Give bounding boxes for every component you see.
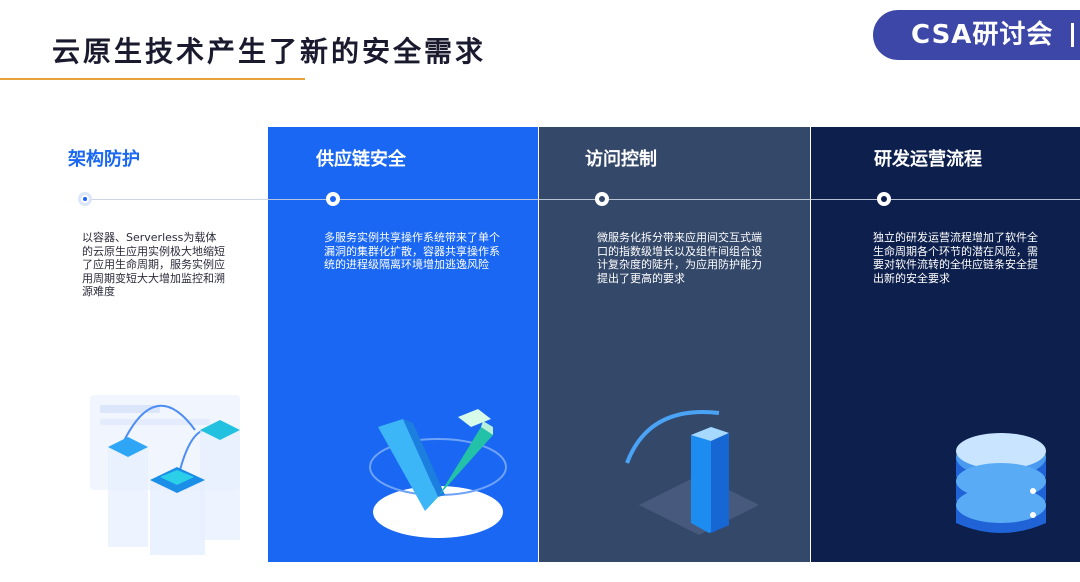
column-description: 微服务化拆分带来应用间交互式端口的指数级增长以及组件间组合设计复杂度的陡升，为应…: [597, 231, 762, 285]
event-badge-label: CSA研讨会: [911, 20, 1054, 50]
column-devops-process: 研发运营流程 独立的研发运营流程增加了软件全生命周期各个环节的潜在风险，需要对软…: [810, 127, 1080, 562]
timeline-dot: [326, 192, 340, 206]
column-heading: 供应链安全: [316, 149, 406, 170]
server-blocks-icon: [90, 395, 240, 555]
badge-divider: [1071, 23, 1074, 47]
column-heading: 架构防护: [68, 149, 140, 170]
column-description: 以容器、Serverless为载体的云原生应用实例极大地缩短了应用生命周期，服务…: [82, 231, 225, 298]
page-title: 云原生技术产生了新的安全需求: [52, 35, 487, 68]
column-description: 独立的研发运营流程增加了软件全生命周期各个环节的潜在风险，需要对软件流转的全供应…: [873, 231, 1038, 285]
timeline-dot: [877, 192, 891, 206]
pillar-icon: [625, 410, 759, 535]
column-supply-chain-security: 供应链安全 多服务实例共享操作系统带来了单个漏洞的集群化扩散，容器共享操作系统的…: [268, 127, 538, 562]
timeline-dot: [78, 192, 92, 206]
column-access-control: 访问控制 微服务化拆分带来应用间交互式端口的指数级增长以及组件间组合设计复杂度的…: [538, 127, 810, 562]
column-heading: 研发运营流程: [874, 149, 982, 170]
timeline-dot: [595, 192, 609, 206]
check-v-icon: [369, 409, 507, 538]
column-description: 多服务实例共享操作系统带来了单个漏洞的集群化扩散，容器共享操作系统的进程级隔离环…: [324, 231, 500, 271]
title-underline: [0, 78, 305, 80]
column-heading: 访问控制: [585, 149, 657, 170]
event-badge: CSA研讨会: [873, 10, 1080, 60]
timeline-line: [84, 199, 1080, 200]
column-architecture-protection: 架构防护 以容器、Serverless为载体的云原生应用实例极大地缩短了应用生命…: [0, 127, 268, 562]
database-icon: [956, 433, 1046, 533]
